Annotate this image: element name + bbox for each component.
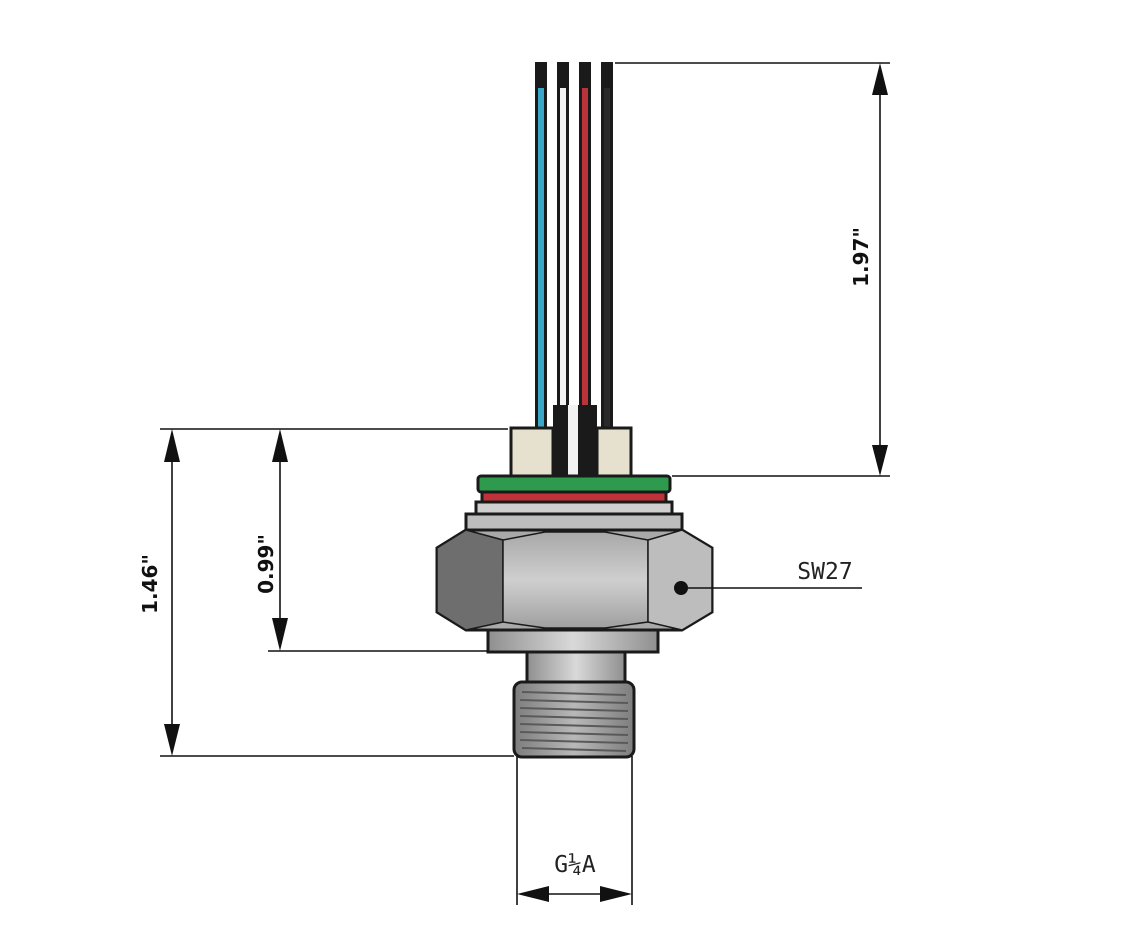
wire-blue-core — [538, 88, 544, 428]
thread-label: G¼A — [554, 852, 596, 878]
dimension-thread: G¼A — [516, 756, 633, 905]
thread-lines — [519, 691, 629, 752]
dimension-body-height: 0.99" — [254, 429, 488, 652]
wire-red-core — [582, 88, 588, 406]
stem-neck — [525, 650, 627, 684]
hex-face-right — [647, 529, 713, 631]
hex-nut — [435, 528, 714, 632]
seal-rings — [464, 474, 684, 532]
seal-green — [476, 474, 672, 494]
cable-wires — [535, 62, 613, 472]
wire-black-core — [604, 88, 610, 428]
hex-face-left — [436, 529, 504, 631]
insulator-left — [509, 426, 555, 478]
thread — [512, 680, 636, 759]
dimension-total-height: 1.46" — [138, 428, 514, 757]
dimension-cable-length: 1.97" — [615, 62, 890, 477]
wrench-size-callout: SW27 — [681, 559, 862, 589]
wrench-size-label: SW27 — [797, 559, 852, 585]
insulator-blocks — [509, 405, 633, 478]
wire-white-core — [560, 88, 566, 406]
lower-body — [486, 628, 660, 684]
body-height-label: 0.99" — [254, 534, 278, 594]
insulator-right — [595, 426, 633, 478]
total-height-label: 1.46" — [138, 554, 162, 614]
hex-face-middle — [502, 531, 649, 629]
lower-collar — [486, 628, 660, 654]
cable-length-label: 1.97" — [849, 227, 873, 287]
